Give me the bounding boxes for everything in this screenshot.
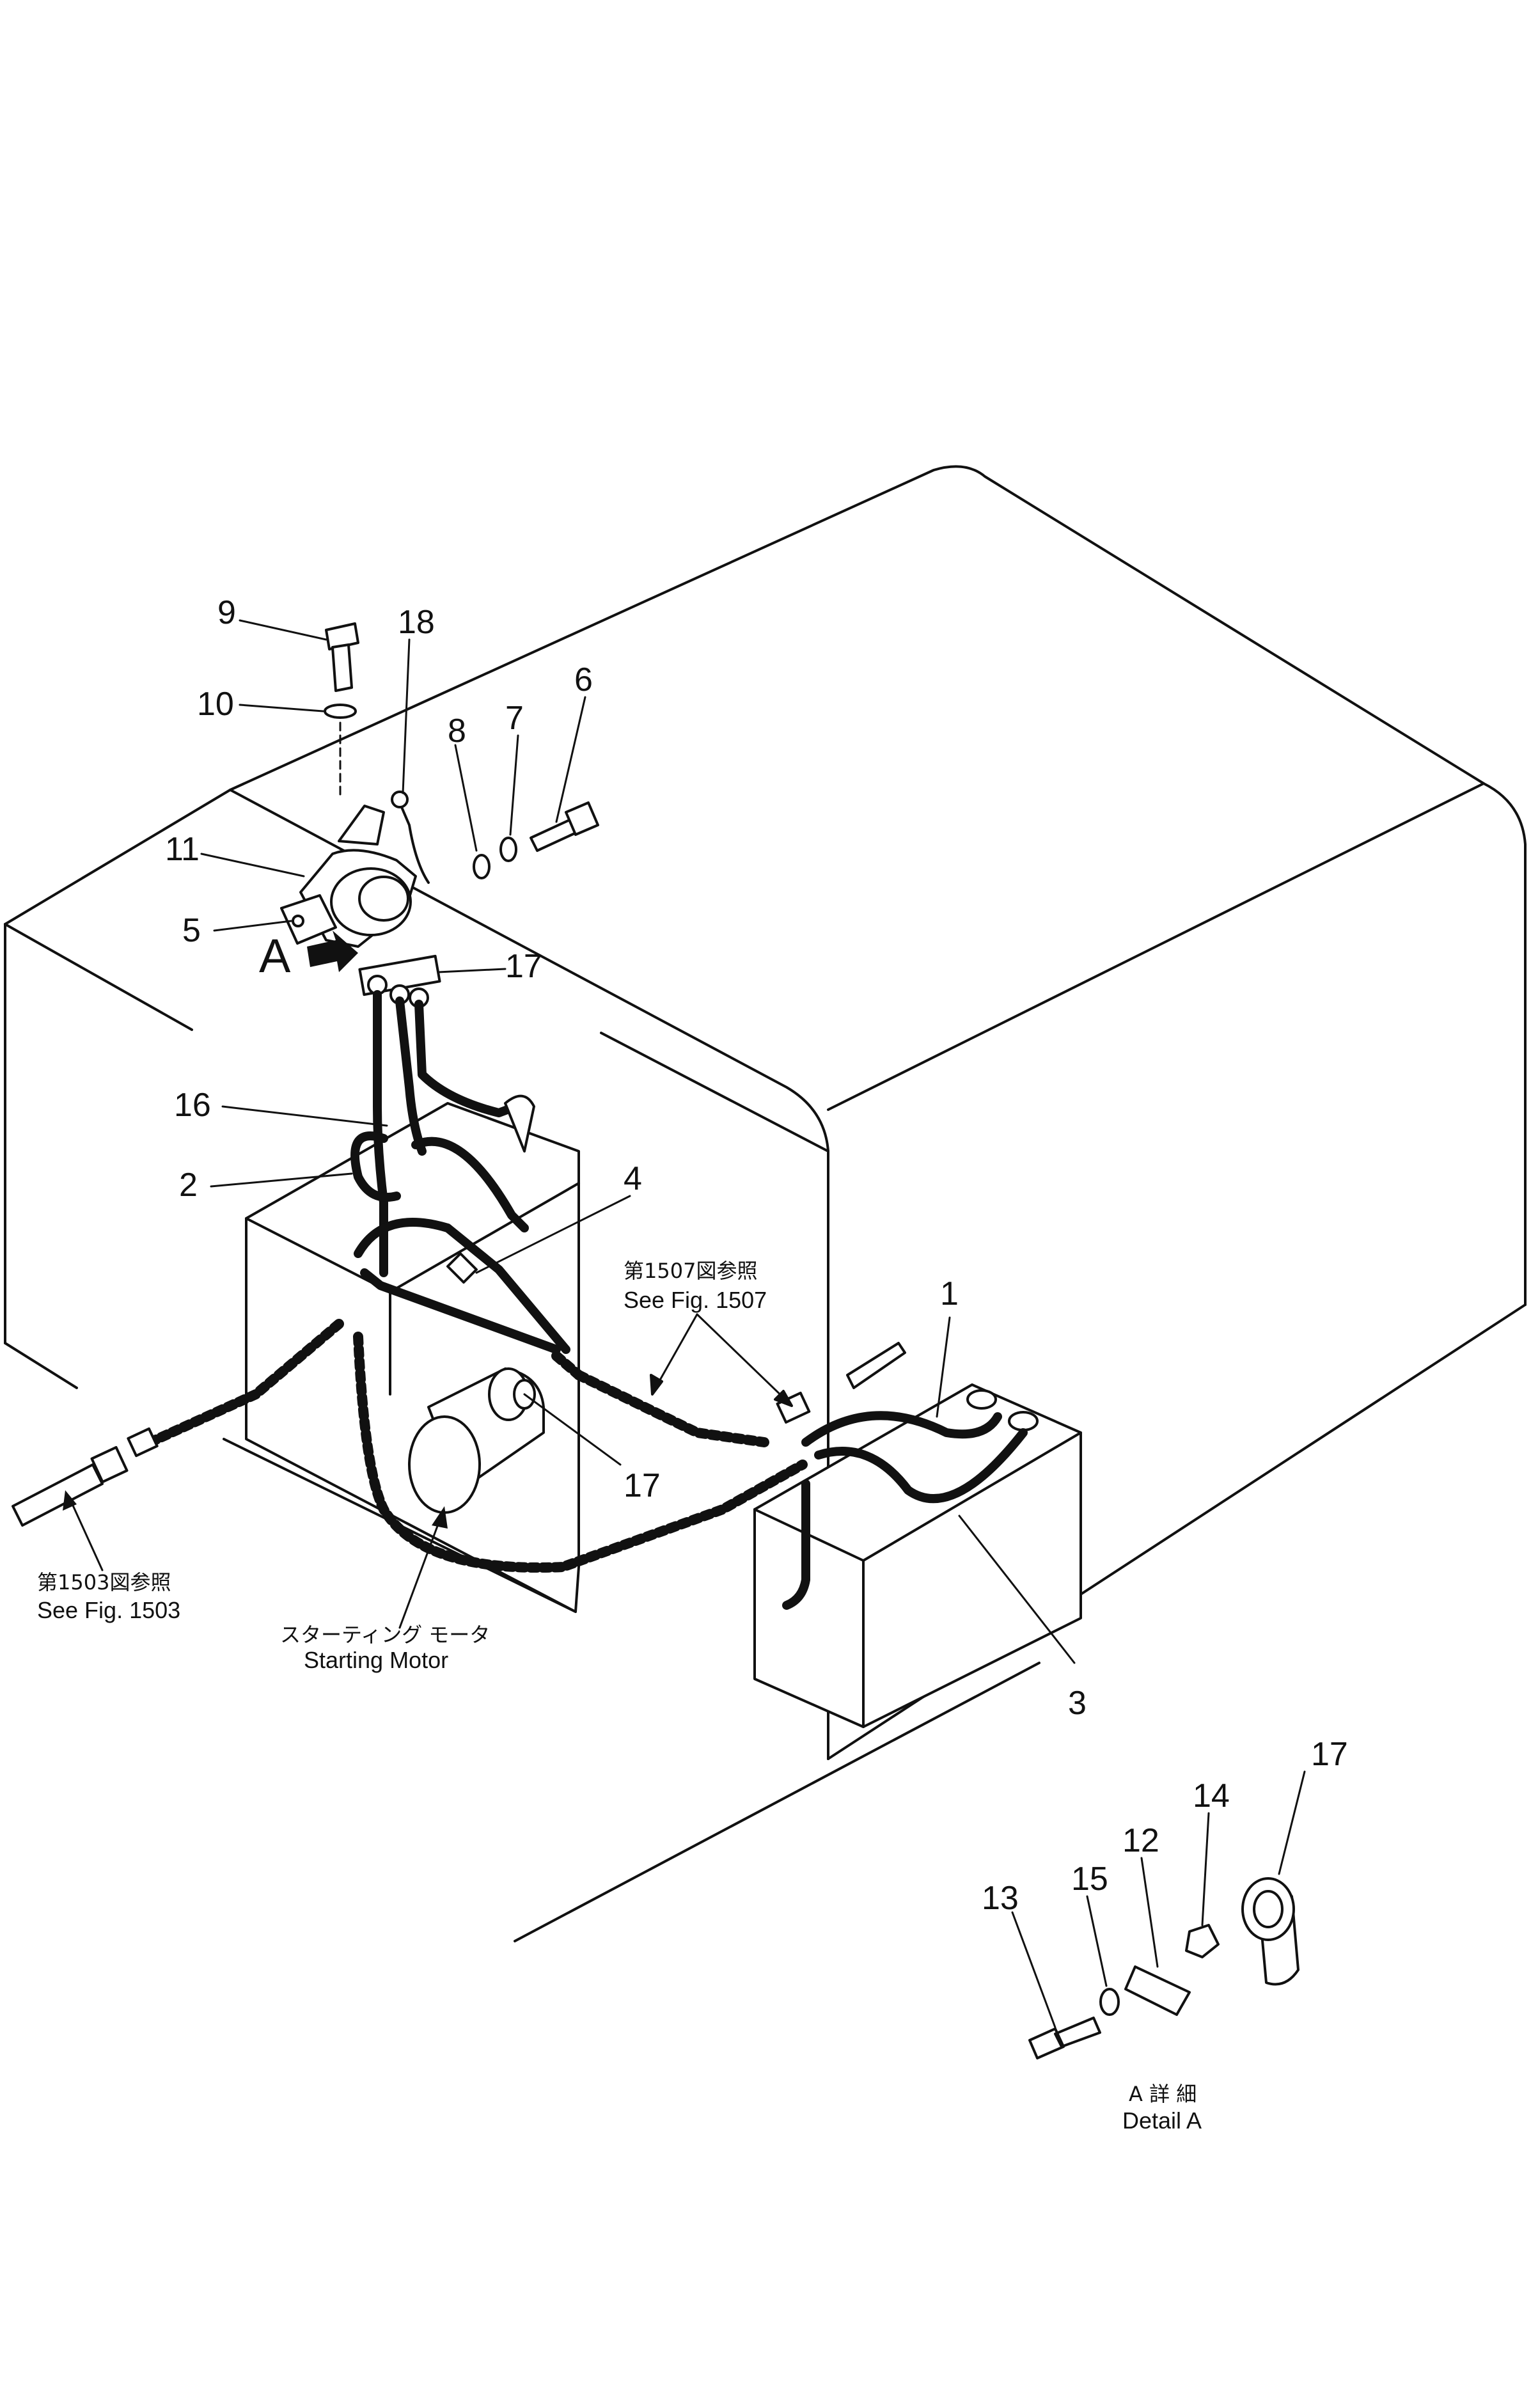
note-fig1507-en: See Fig. 1507 bbox=[624, 1287, 767, 1313]
callout-15: 15 bbox=[1071, 1861, 1108, 1898]
note-detail-jp: A 詳 細 bbox=[1129, 2082, 1197, 2106]
callout-10: 10 bbox=[197, 686, 234, 723]
callout-1: 1 bbox=[940, 1275, 959, 1312]
bolt-9 bbox=[325, 622, 359, 692]
reference-notes: 第1507図参照 See Fig. 1507 第1503図参照 See Fig.… bbox=[37, 1259, 1202, 2134]
battery-relay bbox=[280, 791, 430, 948]
callout-3: 3 bbox=[1068, 1685, 1087, 1722]
cap-17 bbox=[1241, 1877, 1299, 1986]
callout-4: 4 bbox=[624, 1160, 642, 1197]
callout-2: 2 bbox=[179, 1167, 198, 1204]
washer-8 bbox=[473, 854, 491, 879]
callout-17-terminal: 17 bbox=[505, 948, 542, 985]
callout-12: 12 bbox=[1122, 1822, 1159, 1859]
washer-15 bbox=[1099, 1988, 1120, 2016]
wiring-harness bbox=[12, 1319, 906, 1573]
note-starting-motor-jp: スターティング モータ bbox=[280, 1623, 490, 1647]
starting-motor bbox=[408, 1367, 545, 1514]
callout-14: 14 bbox=[1193, 1777, 1230, 1814]
bolt-13 bbox=[1028, 2017, 1101, 2059]
battery-right bbox=[753, 1383, 1082, 1728]
detail-a bbox=[1028, 1877, 1299, 2059]
bolt-6 bbox=[530, 801, 599, 852]
callout-labels: 9 18 10 8 7 6 11 5 A 17 16 2 4 1 17 3 17… bbox=[165, 594, 1348, 1917]
callout-8: 8 bbox=[448, 712, 466, 750]
callout-17-motor: 17 bbox=[624, 1467, 661, 1504]
callout-16: 16 bbox=[174, 1087, 211, 1124]
nut-14 bbox=[1185, 1924, 1220, 1958]
washer-10 bbox=[324, 704, 357, 719]
battery-cables bbox=[350, 990, 1028, 1610]
callout-11: 11 bbox=[165, 831, 200, 868]
callout-7: 7 bbox=[505, 700, 524, 737]
note-fig1507-jp: 第1507図参照 bbox=[624, 1259, 757, 1283]
view-letter-a: A bbox=[259, 929, 291, 982]
note-starting-motor-en: Starting Motor bbox=[304, 1647, 448, 1673]
callout-18: 18 bbox=[398, 604, 435, 641]
note-fig1503-en: See Fig. 1503 bbox=[37, 1597, 180, 1623]
note-fig1503-jp: 第1503図参照 bbox=[37, 1570, 171, 1594]
plate-12 bbox=[1124, 1965, 1191, 2016]
callout-9: 9 bbox=[217, 594, 236, 631]
leader-lines bbox=[63, 619, 1306, 2029]
callout-6: 6 bbox=[574, 661, 593, 698]
callout-5: 5 bbox=[182, 912, 201, 949]
note-detail-en: Detail A bbox=[1122, 2107, 1202, 2134]
callout-13: 13 bbox=[982, 1880, 1019, 1917]
washer-7 bbox=[499, 837, 517, 862]
callout-17-detail: 17 bbox=[1311, 1736, 1348, 1773]
